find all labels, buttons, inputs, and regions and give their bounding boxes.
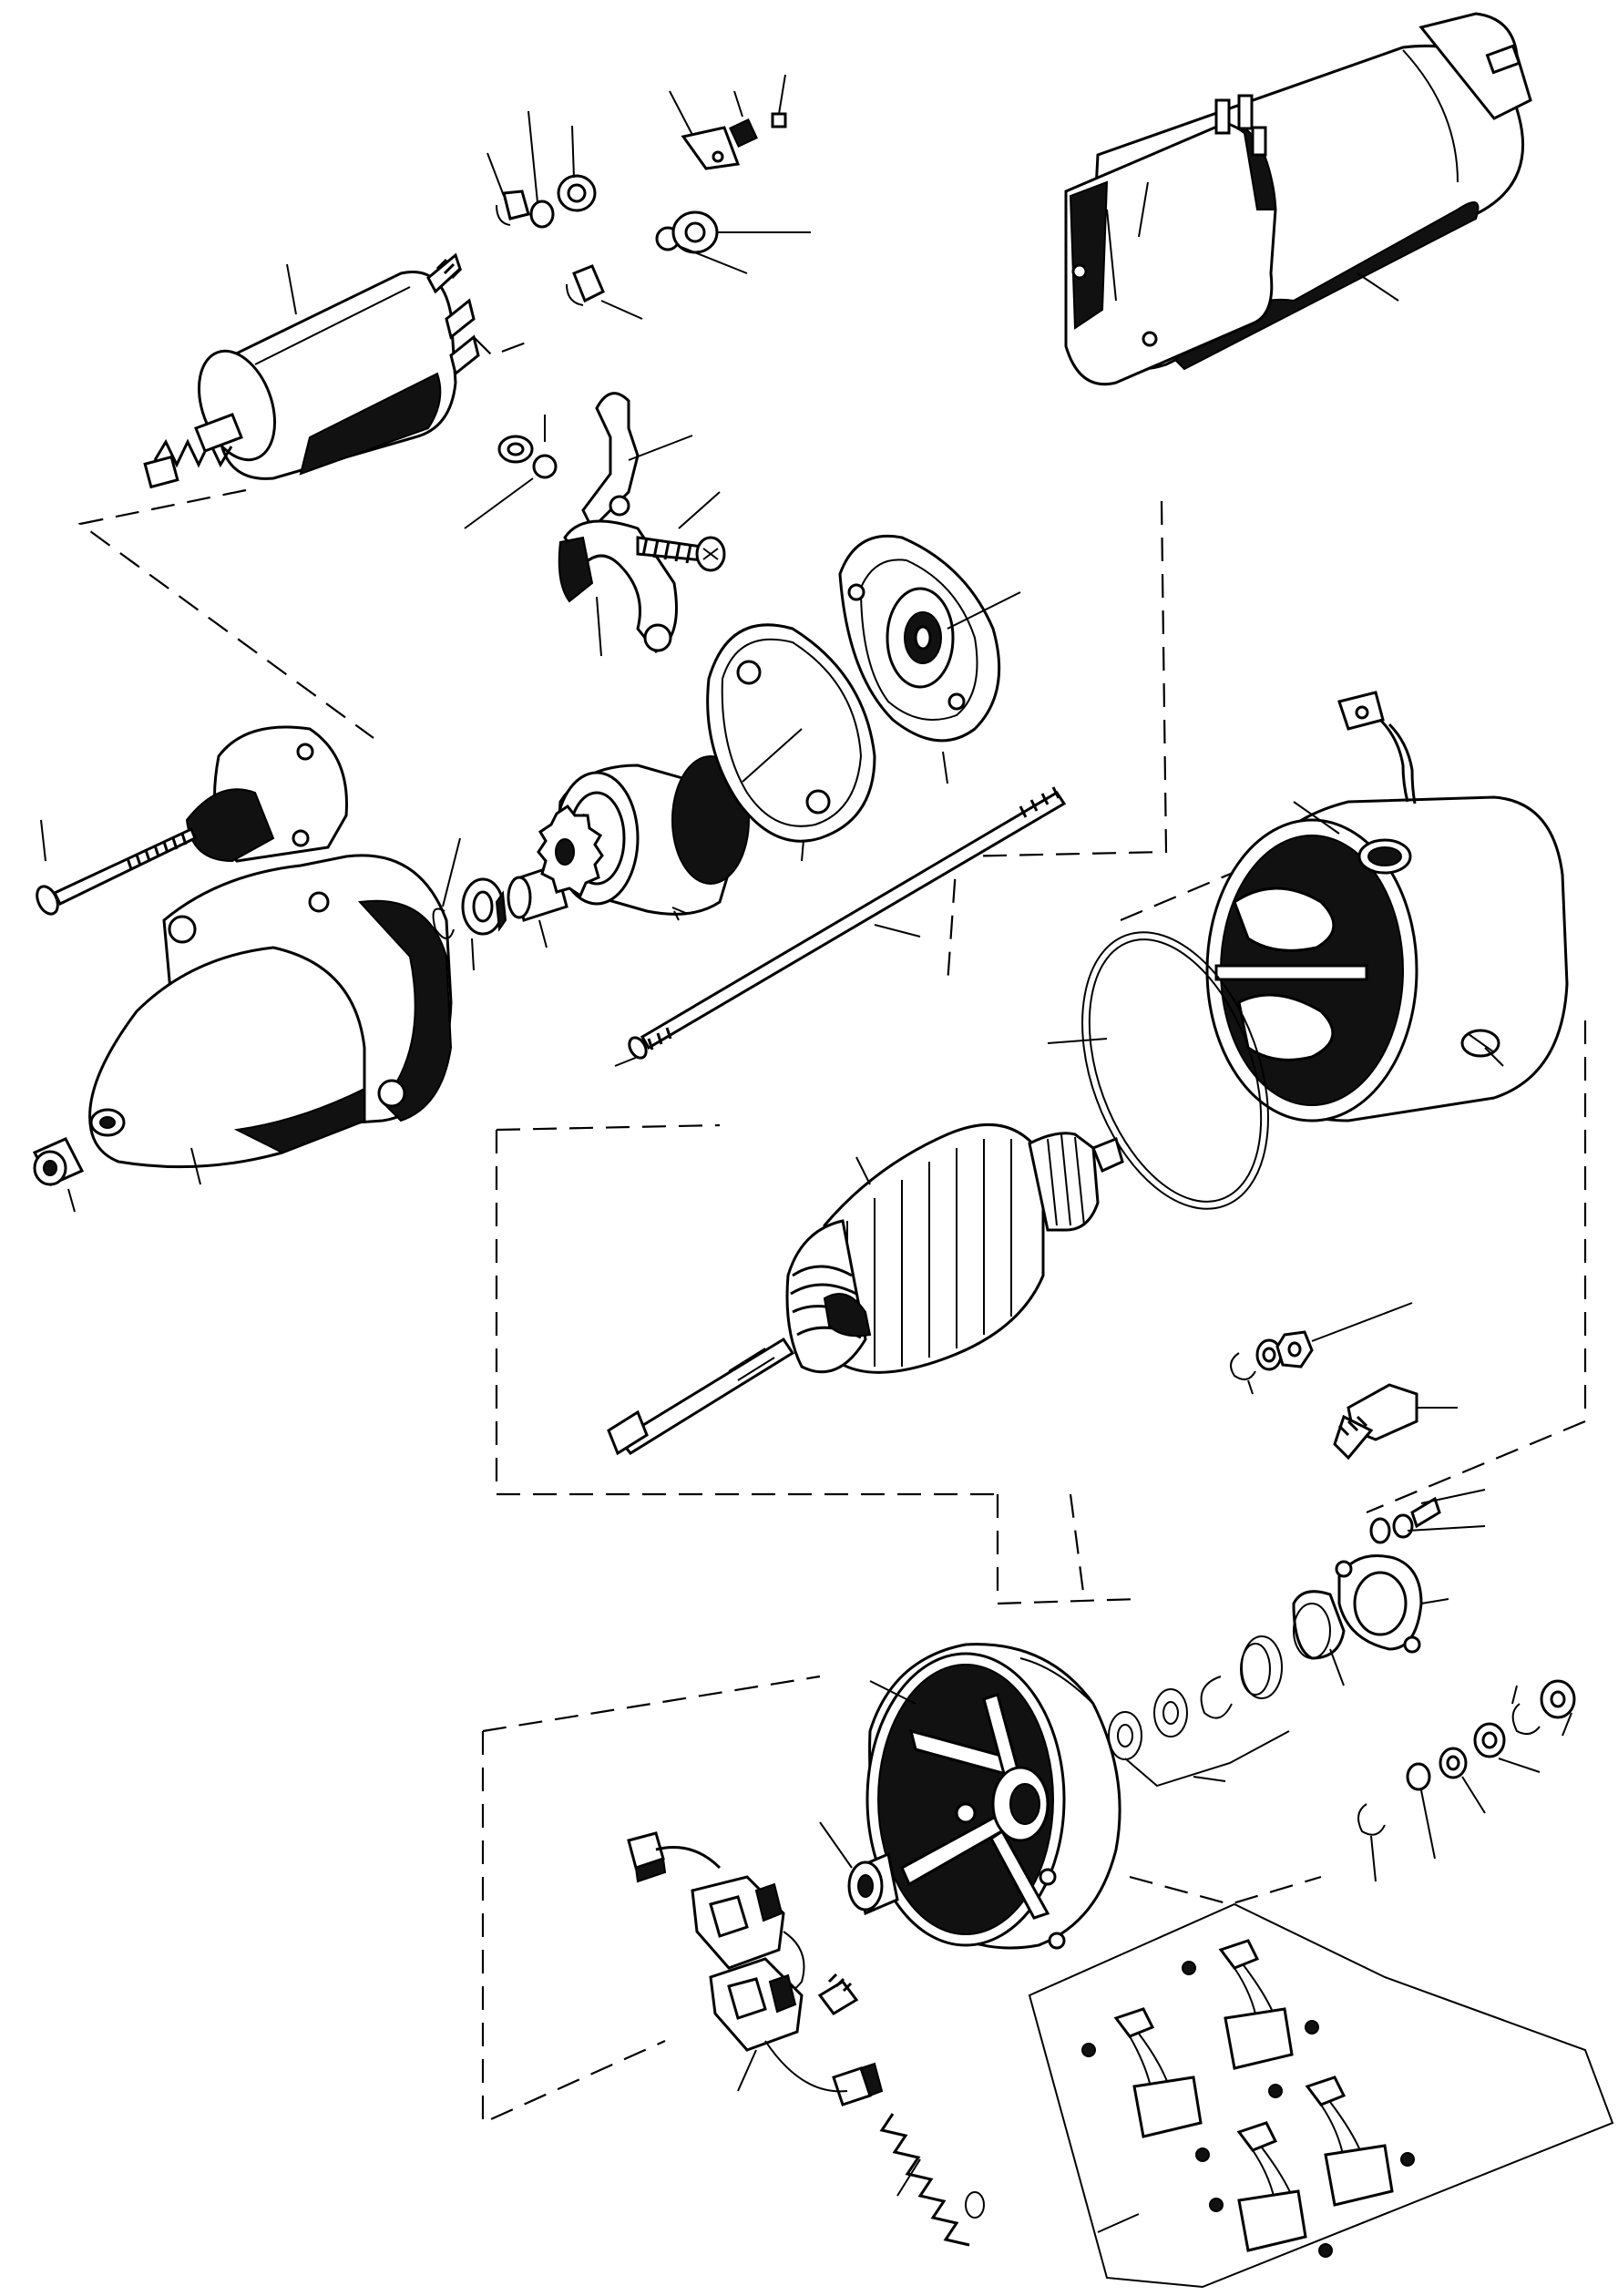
terminal-bolt xyxy=(1333,1383,1458,1461)
pivot-bolt xyxy=(636,491,726,572)
armature xyxy=(607,1122,1124,1456)
through-bolt xyxy=(614,786,1067,1067)
stop-collar xyxy=(461,864,568,971)
snap-ring xyxy=(432,837,461,939)
shift-lever-fork xyxy=(464,392,693,657)
housing-bolt xyxy=(36,819,197,916)
yoke-field-frame xyxy=(1205,691,1569,1122)
end-cap-gasket xyxy=(1108,1489,1486,1788)
assembled-starter-motor xyxy=(1064,12,1532,386)
nose-bushing xyxy=(32,1137,85,1213)
terminal-nuts-washers xyxy=(1230,1302,1413,1395)
brush-spring xyxy=(879,2113,985,2247)
drive-end-housing xyxy=(88,725,453,1185)
commutator-end-frame xyxy=(865,1643,1121,1950)
brush-set xyxy=(1028,1902,1614,2289)
solenoid xyxy=(143,252,480,489)
gasket-plate xyxy=(838,534,1021,784)
dashed-assembly-lines xyxy=(77,336,1587,2125)
brush-terminal-hardware xyxy=(1357,1679,1576,1882)
solenoid-terminal-hardware xyxy=(486,74,811,320)
brush-holder-assembly xyxy=(627,1821,899,2106)
o-ring-seal xyxy=(1047,931,1269,1210)
drive-pinion-clutch xyxy=(537,755,750,921)
thrust-washer-plate xyxy=(706,623,876,862)
